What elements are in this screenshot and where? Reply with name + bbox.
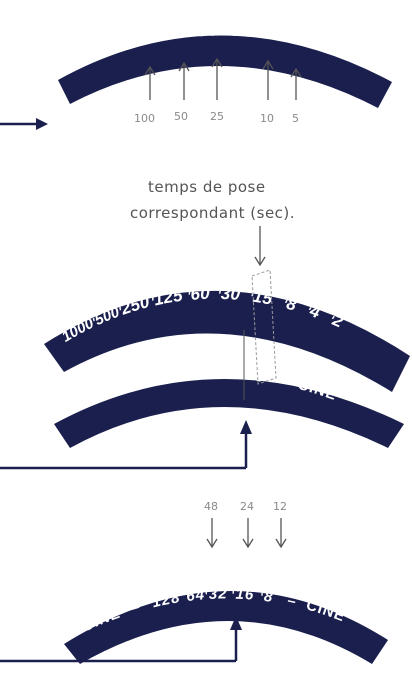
marker-label: 10	[260, 112, 274, 125]
fps-markers: 48 24 12	[204, 500, 287, 549]
marker-arrows-top	[144, 57, 302, 100]
shutter-dial-top: 0'250'125'60'30'15'8'4'2	[58, 19, 392, 108]
marker-labels-top: 100 50 25 10 5	[134, 110, 299, 125]
fps-label: 12	[273, 500, 287, 513]
caption-line-1: temps de pose	[148, 178, 266, 196]
pointer-arrow-2	[0, 420, 252, 470]
dial-band-cine	[54, 379, 404, 448]
dial-band-outer	[44, 290, 410, 392]
fps-label: 24	[240, 500, 254, 513]
dial-band-cine-bottom	[64, 590, 388, 664]
fps-label: 48	[204, 500, 218, 513]
indicator-window	[251, 269, 277, 385]
pointer-arrow-1	[0, 118, 48, 130]
marker-label: 25	[210, 110, 224, 123]
shutter-dial-middle: 1000'500'250'125'60'30'15'8'4'2 CINE–128…	[44, 284, 410, 448]
pointer-arrow-3	[0, 616, 242, 663]
dial-band	[58, 35, 392, 108]
marker-label: 50	[174, 110, 188, 123]
marker-label: 100	[134, 112, 155, 125]
marker-label: 5	[292, 112, 299, 125]
caption-line-2: correspondant (sec).	[130, 204, 295, 222]
caption-arrow	[254, 226, 266, 267]
